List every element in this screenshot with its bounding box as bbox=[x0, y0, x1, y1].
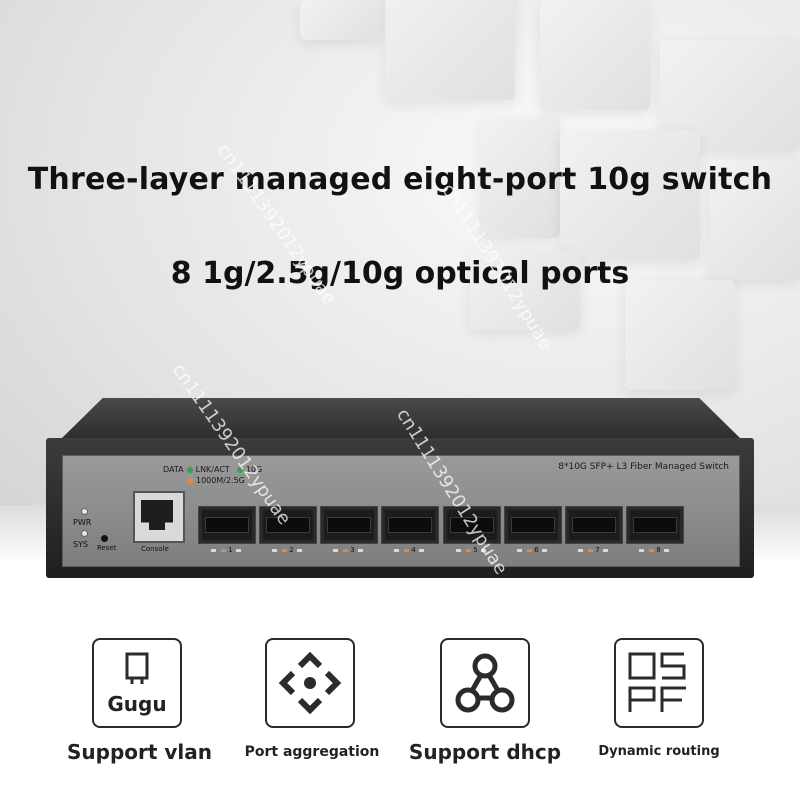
switch-front-panel: 8*10G SFP+ L3 Fiber Managed Switch DATA … bbox=[62, 455, 740, 567]
legend-data: DATA bbox=[163, 465, 184, 474]
dhcp-icon bbox=[455, 653, 515, 713]
green-led-icon bbox=[236, 466, 243, 473]
page-title: Three-layer managed eight-port 10g switc… bbox=[27, 162, 773, 197]
feature-label-aggregation: Port aggregation bbox=[244, 744, 380, 760]
port-label: 2 bbox=[259, 546, 315, 554]
page-subtitle: 8 1g/2.5g/10g optical ports bbox=[170, 256, 630, 291]
feature-label-vlan: Support vlan bbox=[66, 740, 213, 764]
pwr-led-icon bbox=[81, 508, 88, 515]
sfp-port-7[interactable] bbox=[565, 506, 623, 544]
port-label: 8 bbox=[626, 546, 682, 554]
feature-aggregation bbox=[265, 638, 355, 728]
port-label: 6 bbox=[504, 546, 560, 554]
sfp-port-3[interactable] bbox=[320, 506, 378, 544]
sfp-port-1[interactable] bbox=[198, 506, 256, 544]
green-led-icon bbox=[186, 466, 193, 473]
legend-lnk-act: LNK/ACT bbox=[195, 465, 230, 474]
ospf-icon bbox=[628, 652, 686, 712]
orange-led-icon bbox=[187, 477, 193, 484]
legend-10g: 10G bbox=[245, 465, 263, 474]
reset-label: Reset bbox=[97, 544, 117, 552]
port-label: 1 bbox=[198, 546, 254, 554]
reset-hole-icon[interactable] bbox=[101, 535, 108, 542]
sfp-port-8[interactable] bbox=[626, 506, 684, 544]
sfp-port-2[interactable] bbox=[259, 506, 317, 544]
sys-label: SYS bbox=[73, 540, 89, 549]
sfp-port-5[interactable] bbox=[443, 506, 501, 544]
feature-dhcp bbox=[440, 638, 530, 728]
vlan-icon bbox=[125, 652, 149, 684]
switch-model-label: 8*10G SFP+ L3 Fiber Managed Switch bbox=[558, 462, 729, 472]
sfp-port-6[interactable] bbox=[504, 506, 562, 544]
sys-led-icon bbox=[81, 530, 88, 537]
console-port[interactable] bbox=[133, 491, 185, 543]
port-label: 4 bbox=[381, 546, 437, 554]
vlan-icon-text: Gugu bbox=[107, 692, 167, 716]
legend-1000m: 1000M/2.5G bbox=[196, 476, 245, 485]
port-label: 5 bbox=[443, 546, 499, 554]
console-label: Console bbox=[141, 545, 169, 553]
feature-vlan: Gugu bbox=[92, 638, 182, 728]
rj45-jack-icon bbox=[141, 500, 173, 530]
port-label: 7 bbox=[565, 546, 621, 554]
port-label: 3 bbox=[320, 546, 376, 554]
feature-label-routing: Dynamic routing bbox=[598, 744, 720, 759]
feature-label-dhcp: Support dhcp bbox=[408, 740, 562, 764]
pwr-label: PWR bbox=[73, 518, 92, 527]
led-legend: DATA LNK/ACT 10G 1000M/2.5G bbox=[163, 464, 262, 486]
feature-routing bbox=[614, 638, 704, 728]
sfp-port-4[interactable] bbox=[381, 506, 439, 544]
switch-top bbox=[62, 398, 740, 438]
aggregation-icon bbox=[278, 651, 342, 715]
